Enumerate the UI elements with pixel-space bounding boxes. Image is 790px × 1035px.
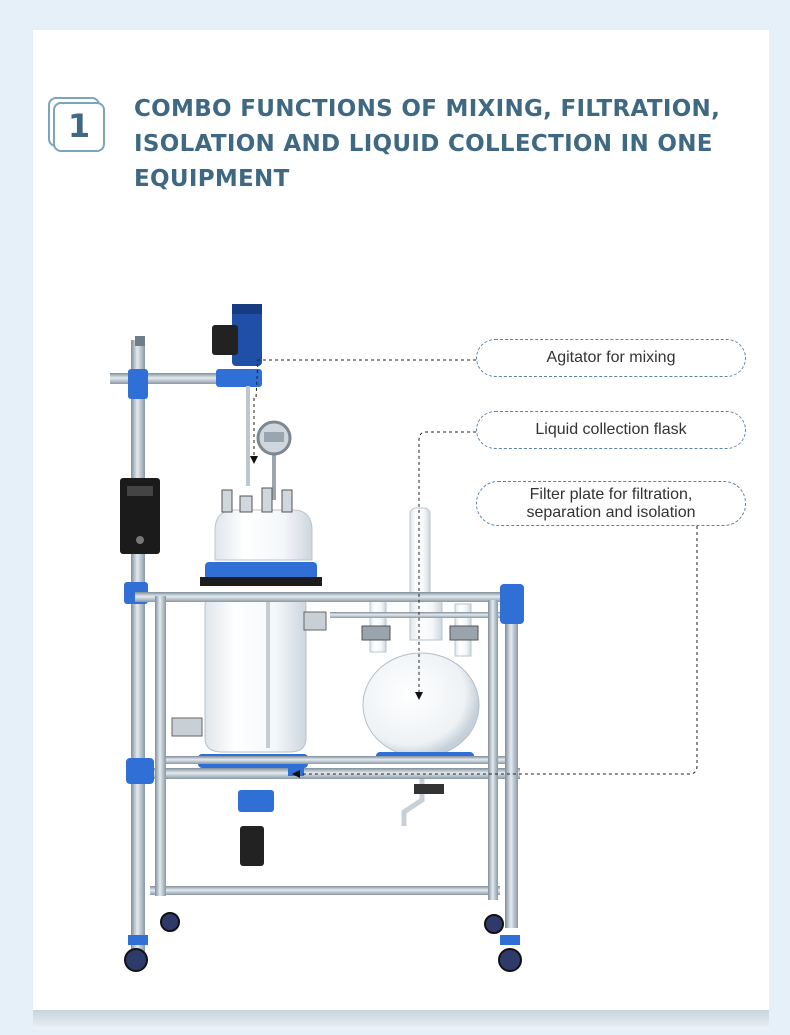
leader-filter <box>292 526 698 778</box>
callout-flask: Liquid collection flask <box>476 411 746 449</box>
badge-outline-front <box>53 102 105 152</box>
vessel-side-port <box>303 611 327 631</box>
motor-body <box>232 304 262 366</box>
flask-clamp-left <box>361 625 391 641</box>
lid-flange-dark <box>200 577 322 586</box>
controller-box <box>120 478 160 554</box>
lid-port-1 <box>221 489 233 513</box>
top-arm <box>110 373 260 384</box>
drain-valve <box>240 826 264 866</box>
frame-clamp-2 <box>126 758 154 784</box>
controller-knob <box>136 536 144 544</box>
lid-port-2 <box>261 487 273 513</box>
flask-tap-handle <box>414 784 444 794</box>
page-heading: COMBO FUNCTIONS OF MIXING, FILTRATION, I… <box>134 96 721 192</box>
callout-filter: Filter plate for filtration, separation … <box>476 481 746 526</box>
callout-agitator-label: Agitator for mixing <box>546 349 676 366</box>
vessel-jacket-port <box>171 717 203 737</box>
caster-left-front-mount <box>128 935 148 945</box>
step-badge: 1 <box>48 97 105 152</box>
frame-vertical-right-back <box>488 600 498 900</box>
frame-support-bar <box>330 612 510 618</box>
frame-vertical-left-inner <box>155 596 166 896</box>
frame-upper-bar <box>135 592 520 602</box>
lid-flange <box>205 562 317 580</box>
arm-clamp-left <box>128 369 148 399</box>
frame-clamp-1 <box>500 584 524 624</box>
frame-vertical-right-front <box>505 598 518 928</box>
motor-junction <box>212 325 238 355</box>
pole-cap <box>135 336 145 346</box>
callout-flask-label: Liquid collection flask <box>535 421 687 438</box>
lid-port-3 <box>281 489 293 513</box>
filter-plate-valve <box>238 790 274 812</box>
caster-left-front <box>124 948 148 972</box>
frame-bottom-bar <box>150 886 500 895</box>
gauge-display <box>264 432 284 442</box>
caster-right-front-mount <box>500 935 520 945</box>
arm-clamp-right <box>216 369 262 387</box>
caster-right-back <box>484 914 504 934</box>
leader-flask <box>415 431 476 700</box>
collection-flask <box>362 652 480 758</box>
flask-clamp-right <box>449 625 479 641</box>
controller-screen <box>127 486 153 496</box>
card-shadow <box>33 1010 769 1030</box>
reactor-vessel <box>204 597 307 753</box>
caster-left-back <box>160 912 180 932</box>
leader-agitator <box>255 359 476 399</box>
caster-right-front <box>498 948 522 972</box>
lid-port-4 <box>239 495 253 513</box>
motor-end <box>232 304 262 314</box>
flask-neck <box>409 599 443 641</box>
frame-clamp-3 <box>288 764 304 776</box>
callout-filter-line1: Filter plate for filtration, <box>529 485 693 503</box>
motor-shaft <box>246 386 250 486</box>
callout-agitator: Agitator for mixing <box>476 339 746 377</box>
step-number: 1 <box>67 107 91 145</box>
callout-filter-line2: separation and isolation <box>526 503 696 521</box>
reactor-lid <box>214 509 313 561</box>
frame-lower-bar-back <box>155 756 505 764</box>
left-pole <box>131 340 145 960</box>
